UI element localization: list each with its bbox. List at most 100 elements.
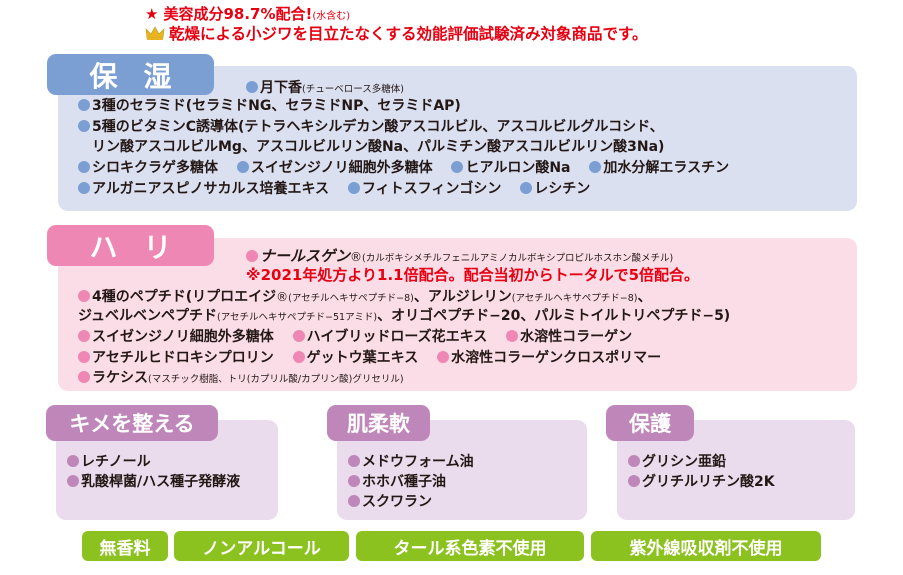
bullet-icon	[348, 475, 360, 487]
headline-ingredients-percentage: ★美容成分98.7%配合!(水含む)	[145, 3, 350, 24]
bullet-icon	[67, 475, 79, 487]
separator: 、	[637, 289, 652, 305]
firmness-note: ※2021年処方より1.1倍配合。配合当初からトータルで5倍配合。	[246, 265, 699, 286]
ingredient-name: 、オリゴペプチド−20、パルミトイルトリペプチド−5)	[377, 308, 731, 324]
ingredient-name: スクワラン	[362, 494, 432, 510]
ingredient-name: 水溶性コラーゲン	[520, 329, 633, 345]
firmness-tab: ハリ	[47, 225, 214, 266]
softening-item: スクワラン	[348, 492, 432, 512]
firmness-row-narsgen: ナールスゲン®(カルボキシメチルフェニルアミノカルボキシプロピルホスホン酸メチル…	[246, 246, 673, 269]
ingredient-name: ジュベルベンペプチド	[78, 308, 218, 324]
bullet-icon	[67, 455, 79, 467]
registered-mark: ®	[350, 250, 363, 264]
ingredient-name: 加水分解エラスチン	[603, 160, 730, 176]
firmness-row-5: スイゼンジノリ細胞外多糖体 ハイブリッドローズ花エキス 水溶性コラーゲン	[78, 327, 632, 347]
registered-mark: ®	[276, 290, 289, 304]
bullet-icon	[628, 475, 640, 487]
headline-note: (水含む)	[312, 11, 351, 22]
bullet-icon	[246, 250, 258, 262]
moisture-row-vitamin-c: 5種のビタミンC誘導体(テトラヘキシルデカン酸アスコルビル、アスコルビルグルコシ…	[78, 117, 664, 137]
ingredient-name: ハイブリッドローズ花エキス	[306, 329, 488, 345]
ingredient-sub: (チューベロース多糖体)	[302, 84, 404, 95]
protection-item: グリチルリチン酸2K	[628, 472, 775, 492]
moisture-row-vitamin-c-cont: リン酸アスコルビルMg、アスコルビルリン酸Na、パルミチン酸アスコルビルリン酸3…	[92, 137, 664, 157]
softening-item: ホホバ種子油	[348, 472, 446, 492]
badge-no-tar-dyes: タール系色素不使用	[356, 531, 584, 561]
ingredient-sub: (アセチルヘキサペプチド−51アミド)	[217, 312, 378, 323]
ingredient-name: アセチルヒドロキシプロリン	[92, 350, 274, 366]
bullet-icon	[78, 120, 90, 132]
firmness-row-lakesis: ラケシス(マスチック樹脂、トリ(カプリル酸/カプリン酸)グリセリル)	[78, 368, 404, 390]
ingredient-name: メドウフォーム油	[362, 454, 474, 470]
firmness-row-peptides-cont: ジュベルベンペプチド(アセチルヘキサペプチド−51アミド)、オリゴペプチド−20…	[78, 306, 730, 328]
ingredient-name: グリシン亜鉛	[642, 454, 726, 470]
bullet-icon	[292, 351, 305, 363]
headline-text-1: 美容成分98.7%配合!	[163, 5, 313, 23]
badge-fragrance-free: 無香料	[82, 531, 168, 561]
bullet-icon	[520, 182, 533, 194]
ingredient-name: 乳酸桿菌/ハス種子発酵液	[81, 474, 241, 490]
bullet-icon	[348, 495, 360, 507]
ingredient-sub: (マスチック樹脂、トリ(カプリル酸/カプリン酸)グリセリル)	[148, 374, 404, 385]
ingredient-name: 、アルジレリン	[413, 289, 512, 305]
bullet-icon	[78, 351, 90, 363]
firmness-row-6: アセチルヒドロキシプロリン ゲットウ葉エキス 水溶性コラーゲンクロスポリマー	[78, 348, 661, 368]
bullet-icon	[347, 182, 360, 194]
ingredient-name: レチノール	[81, 454, 151, 470]
ingredient-sub: (アセチルヘキサペプチド−8)	[511, 293, 638, 304]
bullet-icon	[246, 81, 258, 93]
bullet-icon	[78, 182, 90, 194]
badge-alcohol-free: ノンアルコール	[174, 531, 349, 561]
ingredient-name: アルガニアスピノサカルス培養エキス	[92, 181, 330, 197]
firmness-row-peptides: 4種のペプチド(リプロエイジ®(アセチルヘキサペプチド−8)、アルジレリン(アセ…	[78, 287, 651, 309]
bullet-icon	[628, 455, 640, 467]
ingredient-name: 3種のセラミド(セラミドNG、セラミドNP、セラミドAP)	[92, 98, 461, 114]
formulation-note: ※2021年処方より1.1倍配合。配合当初からトータルで5倍配合。	[246, 266, 700, 284]
moisture-row-5: シロキクラゲ多糖体 スイゼンジノリ細胞外多糖体 ヒアルロン酸Na 加水分解エラス…	[78, 158, 729, 178]
moisture-row-6: アルガニアスピノサカルス培養エキス フィトスフィンゴシン レシチン	[78, 179, 590, 199]
bullet-icon	[451, 161, 464, 173]
bullet-icon	[78, 371, 90, 383]
bullet-icon	[236, 161, 249, 173]
bullet-icon	[437, 351, 450, 363]
ingredient-name: ヒアルロン酸Na	[465, 160, 571, 176]
bullet-icon	[78, 161, 90, 173]
moisture-tab: 保湿	[47, 54, 214, 95]
bullet-icon	[506, 330, 519, 342]
headline-text-2: 乾燥による小ジワを目立たなくする効能評価試験済み対象商品です。	[169, 25, 648, 43]
bullet-icon	[78, 99, 90, 111]
ingredient-name: フィトスフィンゴシン	[361, 181, 502, 197]
bullet-icon	[589, 161, 602, 173]
texture-item: 乳酸桿菌/ハス種子発酵液	[67, 472, 240, 492]
bullet-icon	[348, 455, 360, 467]
bullet-icon	[292, 330, 305, 342]
ingredient-name: 水溶性コラーゲンクロスポリマー	[451, 350, 662, 366]
ingredient-name: 月下香	[260, 80, 302, 96]
protection-tab: 保護	[606, 405, 694, 441]
ingredient-name: ラケシス	[92, 370, 148, 386]
ingredient-sub: (カルボキシメチルフェニルアミノカルボキシプロピルホスホン酸メチル)	[362, 253, 674, 264]
headline-efficacy-tested: 乾燥による小ジワを目立たなくする効能評価試験済み対象商品です。	[145, 22, 648, 44]
ingredient-name: スイゼンジノリ細胞外多糖体	[92, 329, 274, 345]
moisture-row-gekkako: 月下香(チューベロース多糖体)	[246, 78, 404, 100]
protection-item: グリシン亜鉛	[628, 452, 726, 472]
ingredient-sub: (アセチルヘキサペプチド−8)	[288, 293, 414, 304]
ingredient-name: ホホバ種子油	[362, 474, 446, 490]
bullet-icon	[78, 290, 90, 302]
moisture-row-ceramides: 3種のセラミド(セラミドNG、セラミドNP、セラミドAP)	[78, 96, 461, 116]
ingredient-name: シロキクラゲ多糖体	[92, 160, 218, 176]
crown-icon	[145, 26, 165, 40]
ingredient-name: ナールスゲン	[260, 247, 351, 265]
ingredient-name: 4種のペプチド(リプロエイジ	[92, 289, 277, 305]
ingredient-name: レシチン	[534, 181, 591, 197]
texture-item: レチノール	[67, 452, 151, 472]
softening-item: メドウフォーム油	[348, 452, 474, 472]
badge-no-uv-absorbers: 紫外線吸収剤不使用	[591, 531, 821, 561]
softening-tab: 肌柔軟	[327, 405, 430, 441]
ingredient-name: リン酸アスコルビルMg、アスコルビルリン酸Na、パルミチン酸アスコルビルリン酸3…	[92, 139, 665, 155]
bullet-icon	[78, 330, 90, 342]
ingredient-name: スイゼンジノリ細胞外多糖体	[250, 160, 433, 176]
ingredient-name: 5種のビタミンC誘導体(テトラヘキシルデカン酸アスコルビル、アスコルビルグルコシ…	[92, 119, 664, 135]
ingredient-name: ゲットウ葉エキス	[306, 350, 419, 366]
star-icon: ★	[145, 5, 159, 23]
